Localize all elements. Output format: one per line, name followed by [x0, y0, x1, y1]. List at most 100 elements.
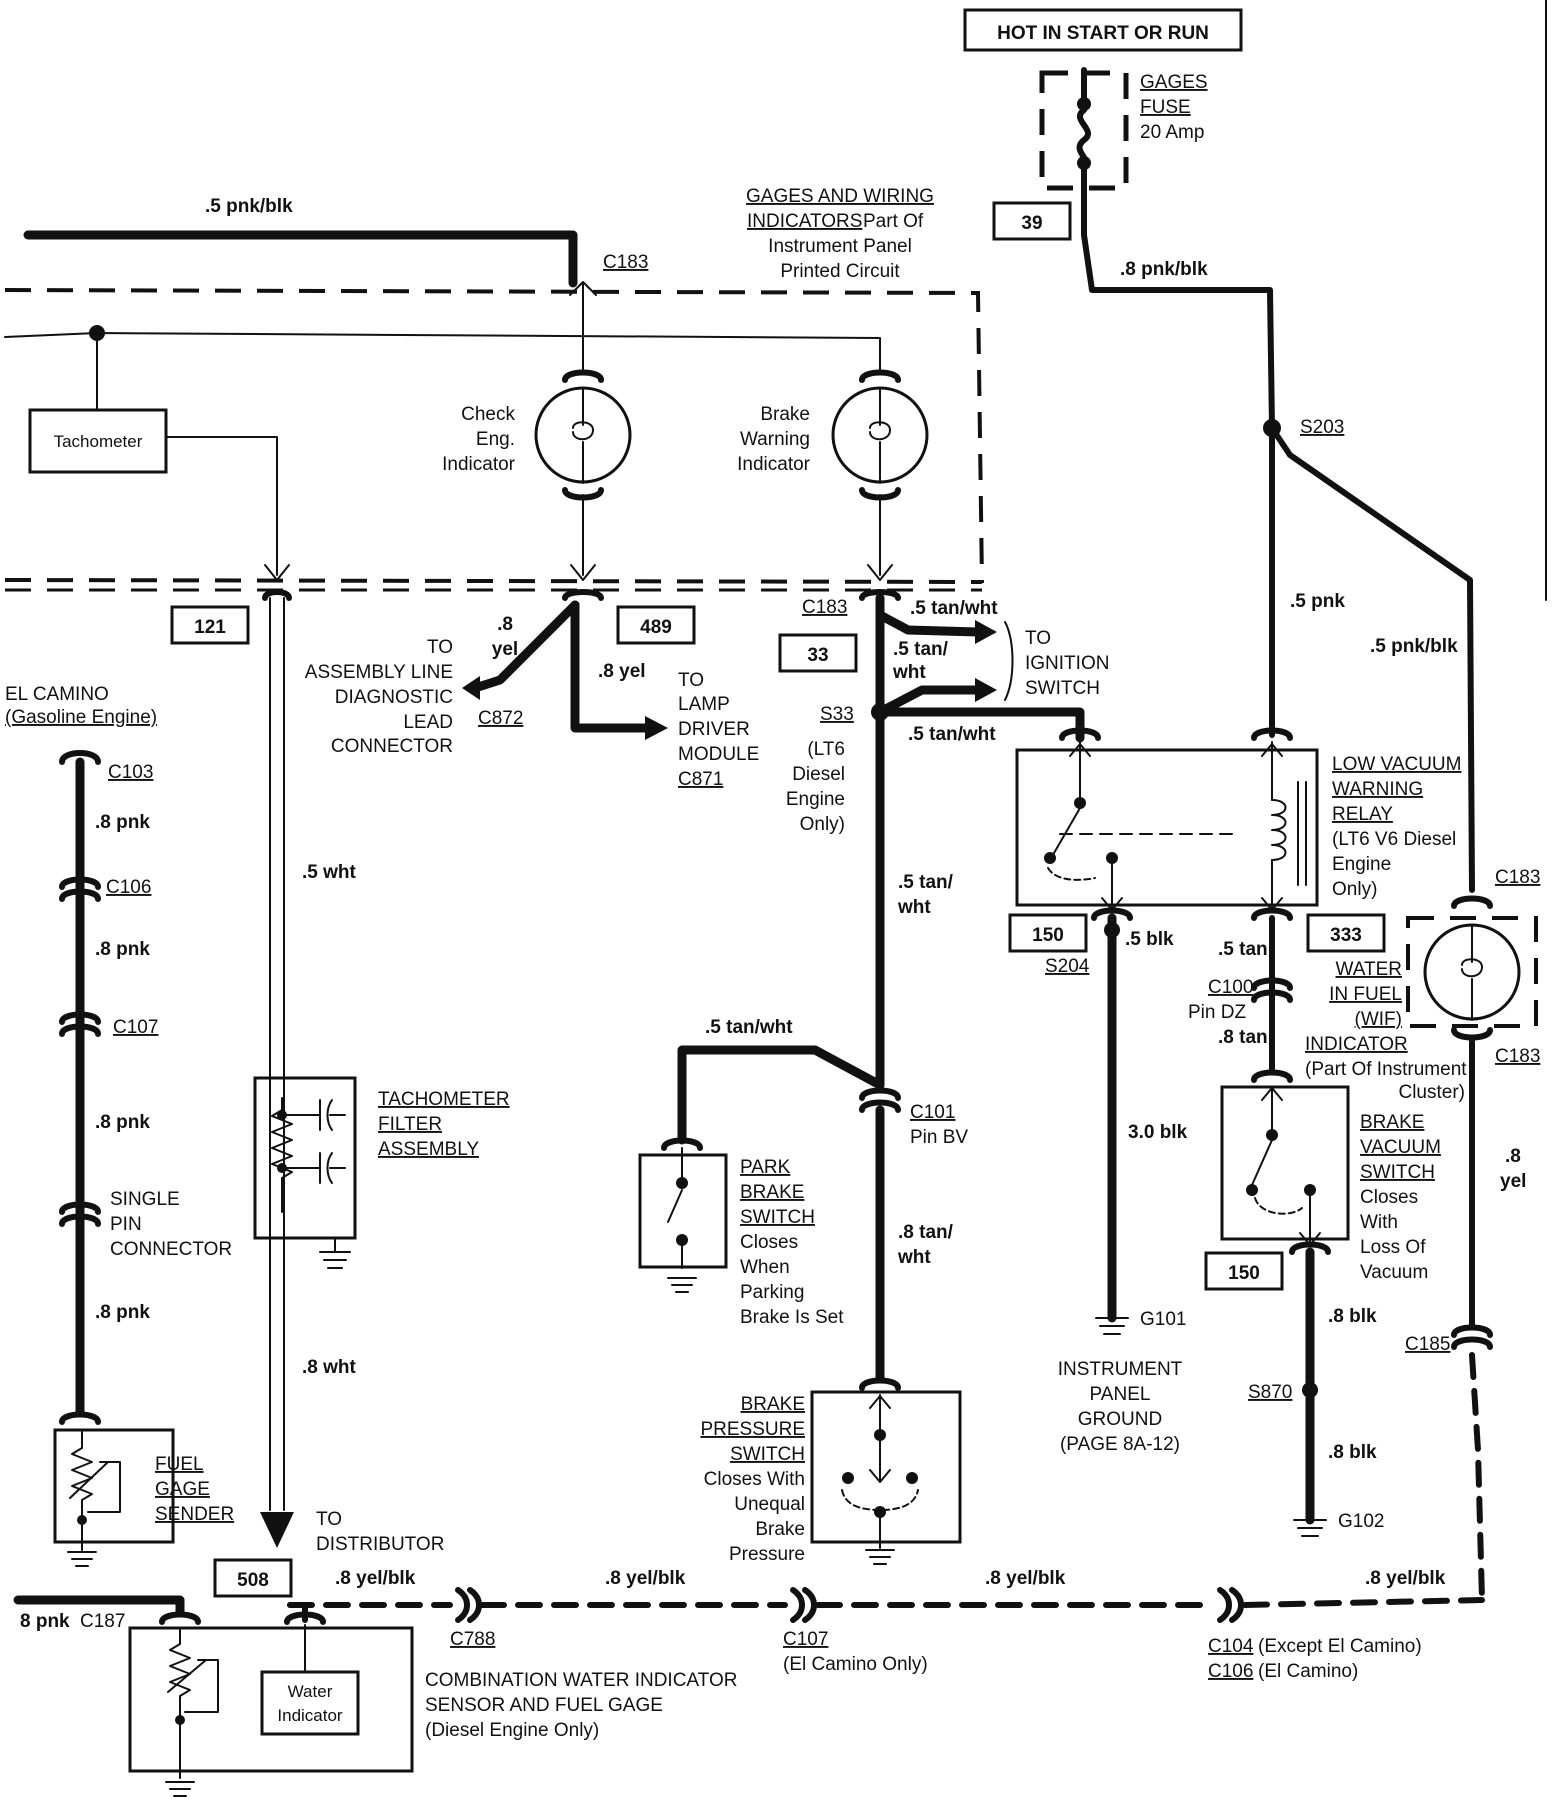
label-pnk-8-4: .8 pnk	[95, 1302, 150, 1323]
tach-filter-resistor	[271, 1097, 293, 1213]
label-c103: C103	[108, 762, 153, 783]
label-c104: C104	[1208, 1636, 1254, 1657]
fuel-gage-node	[77, 1515, 87, 1525]
circuit-tag-33	[778, 633, 858, 673]
tachometer-box	[28, 408, 168, 474]
label-tan-wht-split-a: .5 tan/	[893, 639, 949, 660]
water-indicator-box	[260, 1670, 360, 1736]
vacuum-contact-right	[1304, 1184, 1316, 1196]
label-c106-bottom: C106	[1208, 1661, 1253, 1682]
single-pin-line1: SINGLE	[110, 1189, 180, 1210]
park-brake-line5: When	[740, 1257, 790, 1278]
label-yel-8-wif-a: .8	[1505, 1146, 1521, 1167]
tachometer-label: Tachometer	[54, 432, 143, 451]
water-indicator-line2: Indicator	[277, 1706, 343, 1725]
vacuum-line3: SWITCH	[1360, 1162, 1435, 1183]
connector-single-pin	[59, 1201, 101, 1227]
circuit-tag-150-b	[1204, 1251, 1284, 1291]
label-c101: C101	[910, 1102, 955, 1123]
wif-line3: (WIF)	[1355, 1009, 1402, 1030]
brake-warning-bulb	[869, 387, 891, 484]
circuit-tag-508	[213, 1558, 293, 1598]
wire-pnk-c187	[13, 1595, 185, 1617]
relay-arc	[1047, 867, 1096, 881]
label-yel-8-a: .8	[497, 614, 513, 635]
circuit-num-150-a: 150	[1032, 925, 1064, 946]
ignition-line1: TO	[1025, 628, 1051, 649]
park-brake-line7: Brake Is Set	[740, 1307, 844, 1328]
circuit-num-39: 39	[1021, 213, 1042, 234]
arrow-c183	[569, 281, 597, 296]
label-yel-blk-2: .8 yel/blk	[605, 1568, 686, 1589]
fuse-name-2: FUSE	[1140, 97, 1191, 118]
relay-contact-left	[1044, 852, 1056, 864]
wire-yel-blk-seg4	[1242, 1597, 1485, 1608]
label-tan-wht-top: .5 tan/wht	[910, 598, 998, 619]
fuse-rating: 20 Amp	[1140, 122, 1204, 143]
label-c871: C871	[678, 769, 723, 790]
label-tan-wht-mid-a: .5 tan/	[898, 872, 954, 893]
label-wht-5: .5 wht	[302, 862, 357, 883]
relay-line5: Engine	[1332, 854, 1391, 875]
tach-filter-line2: FILTER	[378, 1114, 442, 1135]
fuel-gage-resistor	[71, 1431, 93, 1521]
panel-frame-bottom	[4, 578, 983, 584]
label-s870: S870	[1248, 1382, 1292, 1403]
relay-line2: WARNING	[1332, 779, 1423, 800]
circuit-num-33: 33	[807, 645, 828, 666]
combination-wiper	[167, 1659, 207, 1693]
brake-pressure-dot-right	[906, 1472, 918, 1484]
arrow-tach	[264, 564, 290, 581]
wif-line5: (Part Of Instrument	[1305, 1059, 1467, 1080]
tach-connector-bottom	[262, 589, 292, 601]
panel-line3: Instrument Panel	[768, 236, 912, 257]
fuel-gage-sender-box	[53, 1428, 175, 1544]
label-blk-30: 3.0 blk	[1128, 1122, 1188, 1143]
relay-line6: Only)	[1332, 879, 1377, 900]
label-yel-8-lamp: .8 yel	[598, 661, 646, 682]
fuel-gage-line2: GAGE	[155, 1479, 210, 1500]
label-tan-wht-split-b: wht	[892, 662, 926, 683]
combination-connector-right	[284, 1611, 326, 1625]
label-c100-pin: Pin DZ	[1188, 1002, 1246, 1023]
vacuum-contact-left	[1246, 1184, 1258, 1196]
park-brake-connector	[661, 1137, 703, 1151]
vacuum-line1: BRAKE	[1360, 1112, 1424, 1133]
tach-filter-line3: ASSEMBLY	[378, 1139, 479, 1160]
ground-ip-line2: PANEL	[1090, 1384, 1151, 1405]
splice-s204	[1104, 922, 1120, 938]
label-wht-8: .8 wht	[302, 1357, 357, 1378]
lamp-driver-line1: TO	[678, 670, 704, 691]
label-tan-5: .5 tan	[1218, 939, 1268, 960]
distributor-line1: TO	[316, 1509, 342, 1530]
brake-pressure-dot-top	[874, 1429, 886, 1441]
relay-coil	[1271, 799, 1287, 861]
lt6-line2: Diesel	[792, 764, 845, 785]
label-c185: C185	[1405, 1334, 1450, 1355]
brake-warning-line1: Brake	[760, 404, 810, 425]
fuel-gage-return	[87, 1461, 121, 1513]
brake-pressure-dot-left	[842, 1472, 854, 1484]
brake-pressure-line7: Pressure	[729, 1544, 805, 1565]
connector-c107	[59, 1011, 101, 1037]
check-engine-line2: Eng.	[476, 429, 515, 450]
arrow-ignition-2	[975, 678, 997, 702]
combination-line2: SENSOR AND FUEL GAGE	[425, 1695, 663, 1716]
relay-connector-right-top	[1251, 727, 1293, 741]
ground-g101	[1095, 1317, 1129, 1335]
label-tan-wht-mid-b: wht	[897, 897, 931, 918]
relay-com-arrow	[1069, 743, 1091, 757]
brake-pressure-line1: BRAKE	[741, 1394, 805, 1415]
wif-line2: IN FUEL	[1329, 984, 1402, 1005]
label-pnk-8-3: .8 pnk	[95, 1112, 150, 1133]
wire-to-park-brake	[677, 1045, 885, 1145]
wire-fuse-to-s203	[1081, 165, 1275, 431]
circuit-num-121: 121	[194, 617, 226, 638]
aldl-line5: CONNECTOR	[331, 736, 453, 757]
label-pnk-5: .5 pnk	[1290, 591, 1345, 612]
label-c107: C107	[113, 1017, 158, 1038]
relay-connector-left-top	[1059, 727, 1101, 741]
label-blk-8-b: .8 blk	[1328, 1442, 1377, 1463]
fuse-name-1: GAGES	[1140, 72, 1208, 93]
ground-ip-line1: INSTRUMENT	[1058, 1359, 1183, 1380]
